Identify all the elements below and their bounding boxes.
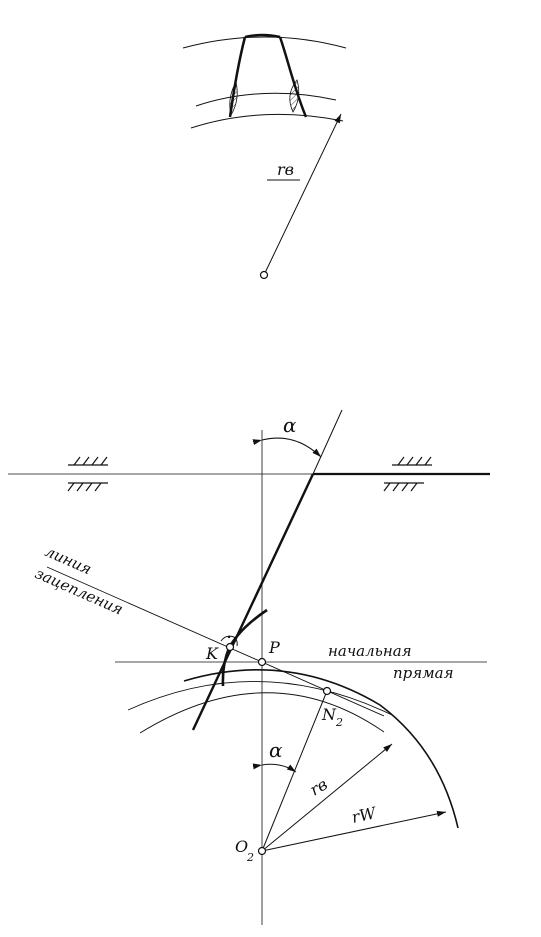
undercut-hatch-right	[289, 79, 300, 113]
working-circle-arc	[183, 669, 459, 829]
center-o-label: O	[235, 837, 248, 856]
bottom-meshing-figure: α линия зацепления α K P N 2 O	[8, 409, 490, 925]
support-hatch-left-upper	[68, 456, 108, 466]
point-o2-marker	[257, 846, 267, 856]
alpha-arc-top	[252, 437, 322, 458]
undercut-hatch-left	[229, 80, 238, 117]
rack-flank-thin	[312, 409, 343, 475]
support-hatch-left-lower	[67, 482, 108, 492]
radius-rb	[261, 743, 393, 852]
tooth-flank-right	[278, 36, 308, 118]
top-gear-tooth-figure: rв	[182, 33, 347, 280]
alpha-label-bottom: α	[269, 738, 283, 762]
radius-rw	[261, 810, 447, 852]
alpha-arc-bottom	[252, 763, 297, 773]
alpha-label-top: α	[283, 413, 297, 437]
pitch-circle-arc	[139, 692, 385, 734]
gear-center-top	[259, 270, 269, 280]
point-n-label: N	[321, 705, 337, 724]
point-p-label: P	[268, 638, 280, 657]
rw-label: rW	[350, 803, 379, 827]
pitch-line-label-1: начальная	[328, 642, 412, 660]
radius-line-rb	[263, 113, 342, 276]
base-circle-arc	[127, 680, 395, 717]
point-k-marker	[225, 642, 235, 652]
rack-flank-thick	[191, 473, 315, 731]
tooth-tip	[244, 33, 281, 39]
base-arc	[190, 113, 344, 129]
point-p-marker	[257, 657, 267, 667]
right-angle-dot	[227, 635, 231, 639]
right-angle-mark	[220, 635, 238, 647]
pitch-line-label-2: прямая	[393, 664, 454, 682]
support-hatch-right-upper	[392, 456, 432, 466]
point-n2-marker	[322, 686, 332, 696]
rb-label-top: rв	[277, 160, 294, 179]
addendum-arc	[182, 36, 347, 49]
rb-label-bottom: rв	[307, 775, 331, 800]
center-o-subscript: 2	[246, 851, 254, 864]
point-n-subscript: 2	[335, 716, 343, 729]
pitch-arc	[195, 92, 337, 107]
support-hatch-right-lower	[383, 482, 424, 492]
point-k-label: K	[205, 644, 219, 663]
